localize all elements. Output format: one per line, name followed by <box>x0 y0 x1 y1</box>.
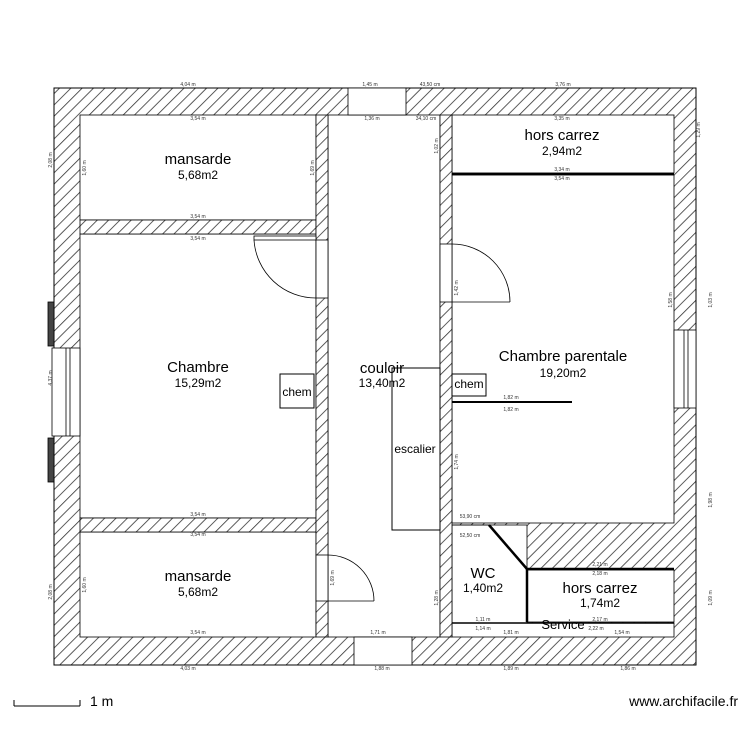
dim: 3,54 m <box>190 630 205 636</box>
dim: 1,82 m <box>503 407 518 413</box>
dim: 1,14 m <box>475 626 490 632</box>
dim: 1,09 m <box>708 590 714 605</box>
label-service: Service <box>541 617 584 632</box>
room-wc <box>451 524 528 626</box>
label-hors-carrez-bottom: hors carrez <box>562 580 637 597</box>
dim: 1,81 m <box>503 630 518 636</box>
dim: 34,10 cm <box>416 116 437 122</box>
dim: 2,21 m <box>592 562 607 568</box>
dim: 1,60 m <box>82 577 88 592</box>
watermark: www.archifacile.fr <box>628 693 738 709</box>
dim: 1,28 m <box>434 590 440 605</box>
dim: 2,08 m <box>48 152 54 167</box>
doors <box>253 235 511 602</box>
area-hors-carrez-bottom: 1,74m2 <box>580 596 620 610</box>
dim: 1,45 m <box>362 82 377 88</box>
label-escalier: escalier <box>394 442 435 456</box>
scale-label: 1 m <box>90 693 113 709</box>
dim: 3,54 m <box>190 116 205 122</box>
dim: 3,54 m <box>554 176 569 182</box>
dimension-labels-vertical: 2,08 m 4,37 m 2,08 m 1,60 m 1,60 m 1,69 … <box>48 122 714 605</box>
chimney-left <box>279 373 315 409</box>
room-parentale <box>451 174 675 524</box>
partitions <box>452 172 674 624</box>
window-frames <box>47 301 689 483</box>
dim: 1,54 m <box>614 630 629 636</box>
label-chem-left: chem <box>282 385 311 399</box>
label-couloir: couloir <box>360 360 404 377</box>
room-mansarde-bottom <box>79 531 317 638</box>
label-hors-carrez-top: hors carrez <box>524 127 599 144</box>
dim: 1,88 m <box>374 666 389 672</box>
dim: 3,54 m <box>190 236 205 242</box>
chimney-right <box>451 373 487 397</box>
dim: 2,18 m <box>592 571 607 577</box>
dim: 2,17 m <box>592 617 607 623</box>
area-mansarde-bottom: 5,68m2 <box>178 585 218 599</box>
dim: 1,71 m <box>370 630 385 636</box>
dim: 53,90 cm <box>460 514 481 520</box>
staircase <box>391 367 441 531</box>
dim: 3,54 m <box>190 512 205 518</box>
area-couloir: 13,40m2 <box>359 376 406 390</box>
label-mansarde-bottom: mansarde <box>165 568 232 585</box>
dim: 1,60 m <box>82 160 88 175</box>
dim: 1,69 m <box>310 160 316 175</box>
label-wc: WC <box>471 565 496 582</box>
dim: 1,36 m <box>364 116 379 122</box>
area-wc: 1,40m2 <box>463 581 503 595</box>
room-mansarde-top <box>79 114 317 221</box>
dim: 1,82 m <box>503 395 518 401</box>
area-chambre: 15,29m2 <box>175 376 222 390</box>
dimension-labels: 4,04 m 1,45 m 43,50 cm 3,76 m 3,54 m 1,3… <box>180 82 635 672</box>
dim: 4,04 m <box>180 82 195 88</box>
dim: 1,03 m <box>708 292 714 307</box>
dim: 1,74 m <box>454 454 460 469</box>
dim: 4,03 m <box>180 666 195 672</box>
label-chambre: Chambre <box>167 359 229 376</box>
dim: 1,86 m <box>620 666 635 672</box>
area-parentale: 19,20m2 <box>540 366 587 380</box>
label-mansarde-top: mansarde <box>165 151 232 168</box>
dim: 3,54 m <box>190 532 205 538</box>
dim: 2,22 m <box>588 626 603 632</box>
dim: 1,02 m <box>434 138 440 153</box>
room-hors-carrez-top <box>451 114 675 174</box>
dim: 3,34 m <box>554 167 569 173</box>
dim: 3,76 m <box>555 82 570 88</box>
dim: 1,69 m <box>330 570 336 585</box>
dim: 2,08 m <box>48 584 54 599</box>
area-hors-carrez-top: 2,94m2 <box>542 144 582 158</box>
dim: 4,37 m <box>48 370 54 385</box>
label-chem-right: chem <box>454 377 483 391</box>
dim: 43,50 cm <box>420 82 441 88</box>
dim: 1,89 m <box>503 666 518 672</box>
dim: 3,35 m <box>554 116 569 122</box>
dim: 1,11 m <box>476 617 491 623</box>
dim: 1,42 m <box>454 280 460 295</box>
dim: 52,50 cm <box>460 533 481 539</box>
room-interiors <box>79 114 675 638</box>
dim: 1,58 m <box>668 292 674 307</box>
dim: 1,98 m <box>708 492 714 507</box>
dim: 3,54 m <box>190 214 205 220</box>
scale-bar <box>13 700 81 707</box>
dim: 1,29 m <box>696 122 702 137</box>
label-parentale: Chambre parentale <box>499 348 627 365</box>
area-mansarde-top: 5,68m2 <box>178 168 218 182</box>
